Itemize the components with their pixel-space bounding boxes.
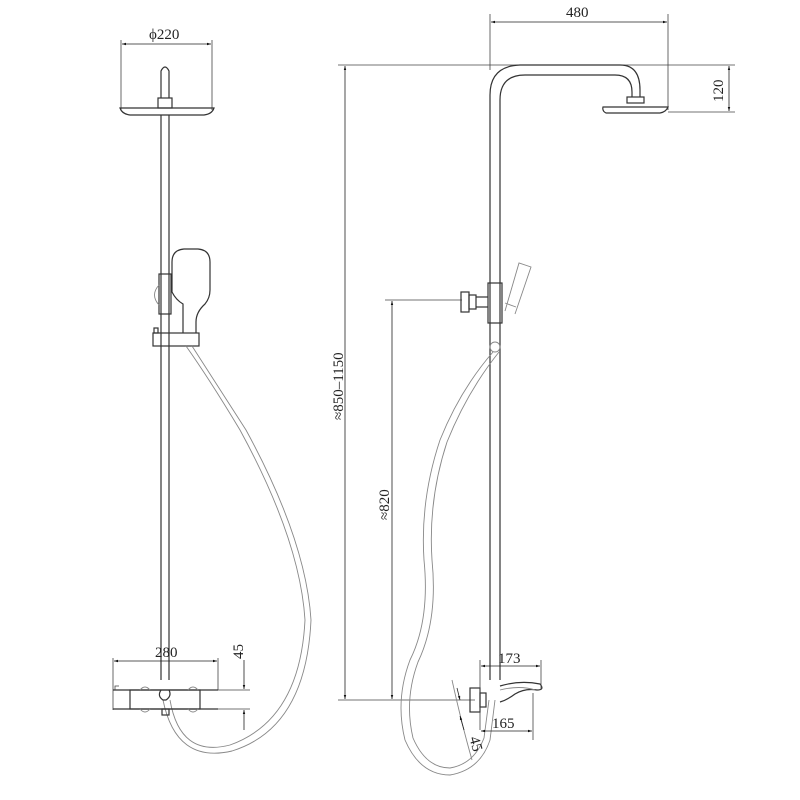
dim-head-drop: 120 bbox=[711, 79, 727, 103]
front-view bbox=[112, 40, 312, 754]
dim-spout-top: 173 bbox=[498, 651, 521, 667]
dim-column-height: ≈850–1150 bbox=[331, 352, 347, 420]
dim-holder-height: ≈820 bbox=[377, 489, 393, 520]
dim-head-diameter: ϕ220 bbox=[149, 27, 180, 43]
side-view bbox=[338, 14, 735, 776]
dim-mixer-width: 280 bbox=[155, 645, 178, 661]
dim-arm-reach: 480 bbox=[566, 5, 589, 21]
dim-spout-bottom: 165 bbox=[492, 716, 515, 732]
dim-mixer-height: 45 bbox=[231, 644, 247, 659]
